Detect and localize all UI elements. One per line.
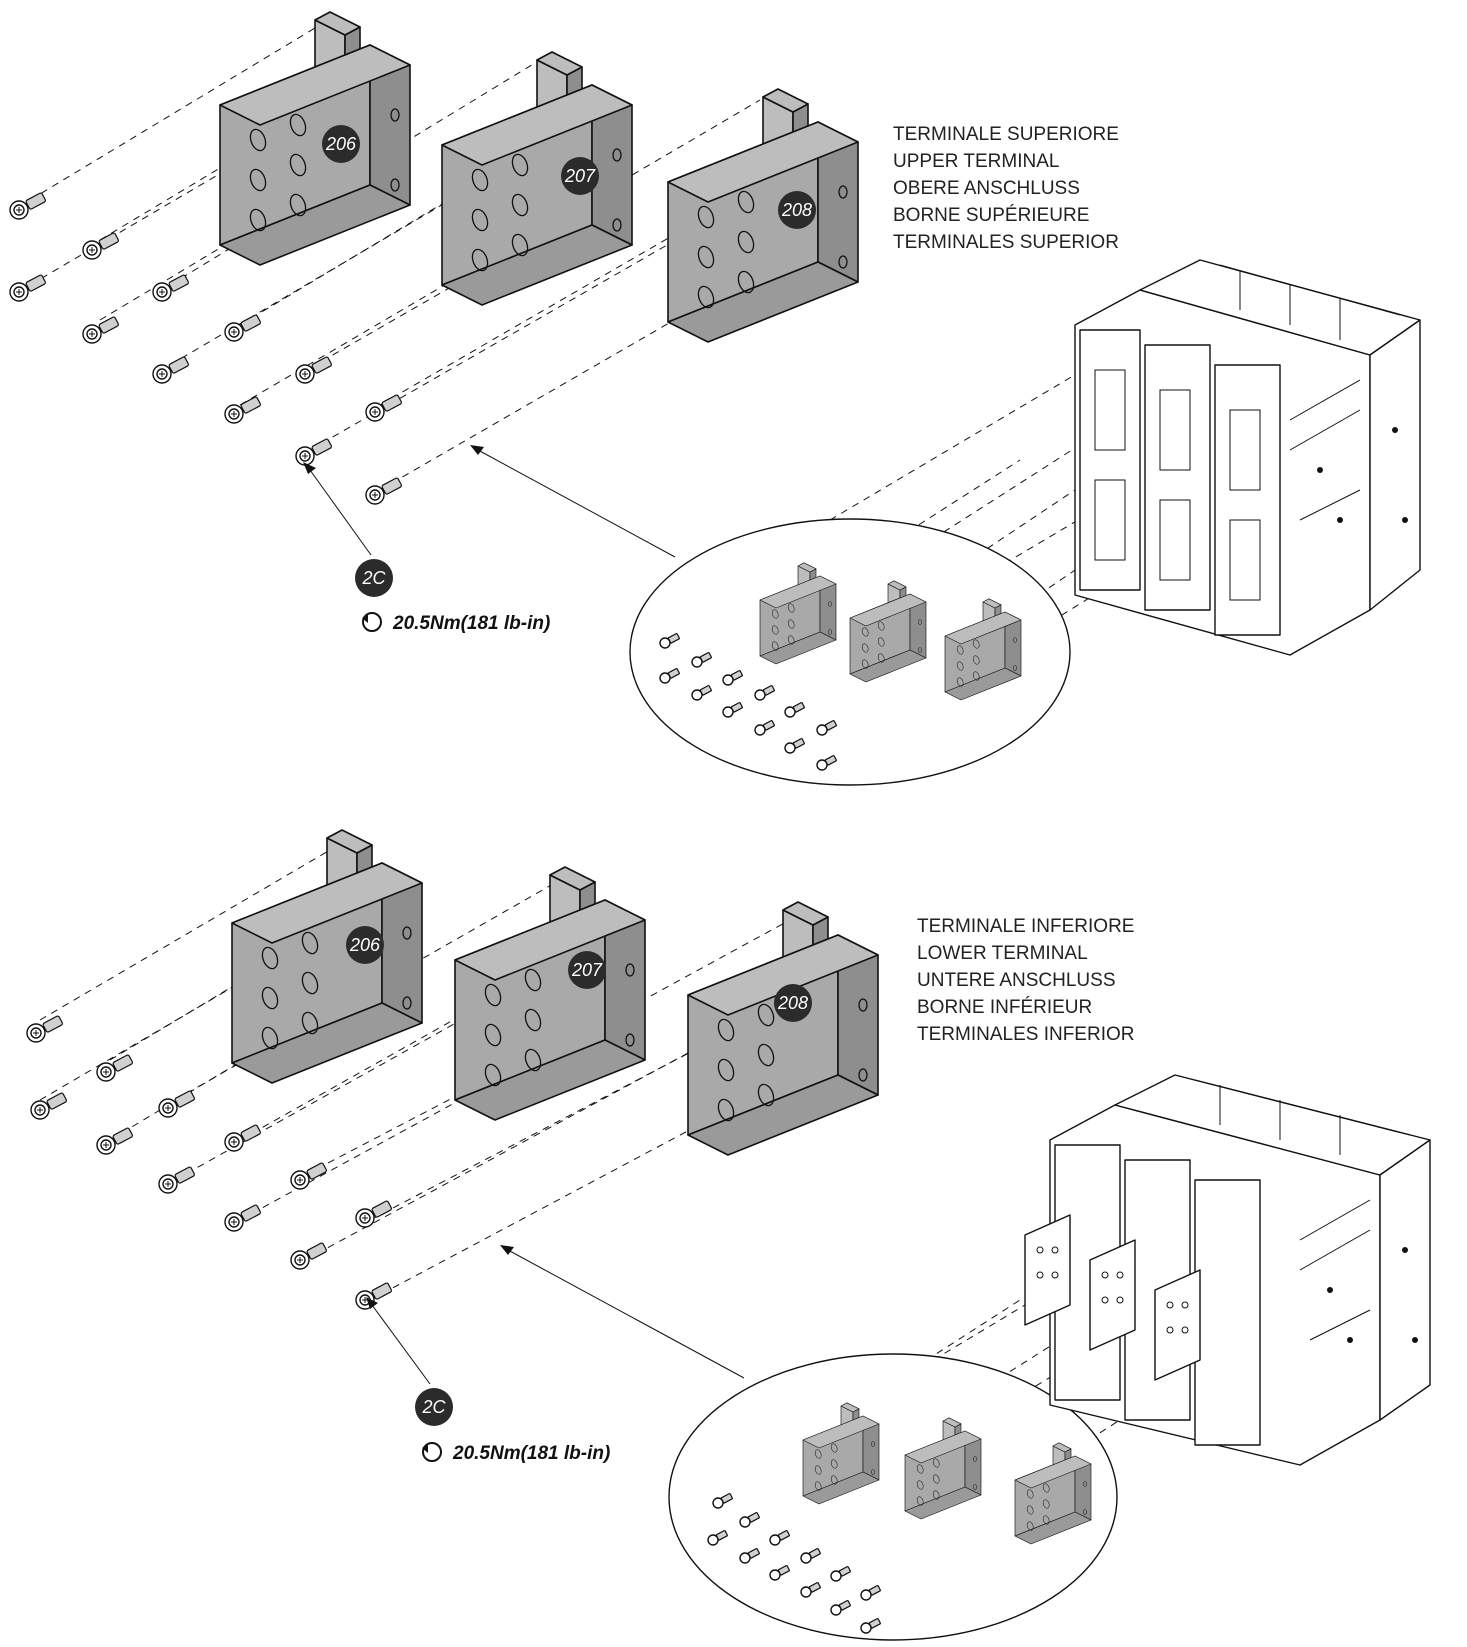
bolt-icon xyxy=(9,191,47,220)
bolt-icon xyxy=(82,231,120,260)
svg-text:UNTERE ANSCHLUSS: UNTERE ANSCHLUSS xyxy=(917,970,1116,991)
lower-terminal-plate-208 xyxy=(687,901,879,1156)
lower-assembly: 206 207 208 TERMINALE INFERIORE LOWE xyxy=(26,829,1431,1641)
upper-terminal-plate-206 xyxy=(219,11,411,266)
bolt-icon xyxy=(26,1014,64,1043)
upper-breaker-body xyxy=(1074,259,1421,656)
svg-text:206: 206 xyxy=(325,134,357,154)
upper-torque-value: 20.5Nm(181 lb-in) xyxy=(392,613,550,634)
tightening-torque-icon xyxy=(362,612,382,632)
bolt-icon xyxy=(152,273,190,302)
svg-text:206: 206 xyxy=(349,935,381,955)
upper-terminal-plate-207 xyxy=(441,51,633,306)
bolt-icon xyxy=(30,1091,68,1120)
svg-text:TERMINALE SUPERIORE: TERMINALE SUPERIORE xyxy=(893,124,1119,145)
svg-text:UPPER TERMINAL: UPPER TERMINAL xyxy=(893,151,1059,172)
upper-terminal-plate-208 xyxy=(667,88,859,343)
lower-bolts xyxy=(26,1014,393,1310)
part-badge-207: 207 xyxy=(561,157,599,195)
bolt-icon xyxy=(365,393,403,422)
lower-terminal-plate-206 xyxy=(231,829,423,1084)
svg-text:TERMINALES SUPERIOR: TERMINALES SUPERIOR xyxy=(893,232,1119,253)
svg-text:207: 207 xyxy=(564,166,596,186)
bolt-icon xyxy=(82,315,120,344)
svg-text:TERMINALE INFERIORE: TERMINALE INFERIORE xyxy=(917,916,1134,937)
lower-terminal-label: TERMINALE INFERIORE LOWER TERMINAL UNTER… xyxy=(917,916,1134,1045)
svg-text:207: 207 xyxy=(571,960,603,980)
svg-text:208: 208 xyxy=(781,200,812,220)
bolt-icon xyxy=(290,1241,328,1270)
bolt-icon xyxy=(158,1165,196,1194)
upper-detail-arrow xyxy=(477,449,676,558)
bolt-icon xyxy=(96,1053,134,1082)
lower-terminal-plate-207 xyxy=(454,866,646,1121)
bolt-icon xyxy=(224,1123,262,1152)
bolt-icon xyxy=(365,476,403,505)
svg-text:208: 208 xyxy=(777,993,808,1013)
part-badge-206: 206 xyxy=(322,125,360,163)
part-badge-208: 208 xyxy=(778,191,816,229)
part-badge-206: 206 xyxy=(346,926,384,964)
upper-step-callout: 2C 20.5Nm(181 lb-in) xyxy=(303,462,550,634)
svg-text:OBERE ANSCHLUSS: OBERE ANSCHLUSS xyxy=(893,178,1080,199)
upper-bolts xyxy=(9,191,403,505)
bolt-icon xyxy=(158,1089,196,1118)
svg-text:BORNE INFÉRIEUR: BORNE INFÉRIEUR xyxy=(917,997,1092,1018)
lower-torque-value: 20.5Nm(181 lb-in) xyxy=(452,1443,610,1464)
bolt-icon xyxy=(96,1126,134,1155)
upper-assembly: 206 207 208 TERMINALE SUPERIORE xyxy=(9,11,1421,786)
bolt-icon xyxy=(9,273,47,302)
part-badge-207: 207 xyxy=(568,951,606,989)
svg-text:TERMINALES INFERIOR: TERMINALES INFERIOR xyxy=(917,1024,1134,1045)
bolt-icon xyxy=(224,313,262,342)
upper-detail-view xyxy=(629,518,1071,786)
lower-breaker-body xyxy=(1024,1074,1431,1466)
svg-text:BORNE SUPÉRIEURE: BORNE SUPÉRIEURE xyxy=(893,205,1089,226)
bolt-icon xyxy=(295,437,333,466)
bolt-icon xyxy=(295,355,333,384)
svg-text:2C: 2C xyxy=(421,1397,446,1417)
bolt-icon xyxy=(224,395,262,424)
svg-text:2C: 2C xyxy=(361,568,386,588)
upper-terminal-label: TERMINALE SUPERIORE UPPER TERMINAL OBERE… xyxy=(893,124,1119,253)
bolt-icon xyxy=(224,1203,262,1232)
lower-detail-arrow xyxy=(507,1249,745,1379)
lower-detail-view xyxy=(668,1353,1118,1641)
bolt-icon xyxy=(152,355,190,384)
lower-step-callout: 2C 20.5Nm(181 lb-in) xyxy=(366,1297,610,1464)
part-badge-208: 208 xyxy=(774,984,812,1022)
svg-text:LOWER TERMINAL: LOWER TERMINAL xyxy=(917,943,1088,964)
tightening-torque-icon xyxy=(422,1442,442,1462)
